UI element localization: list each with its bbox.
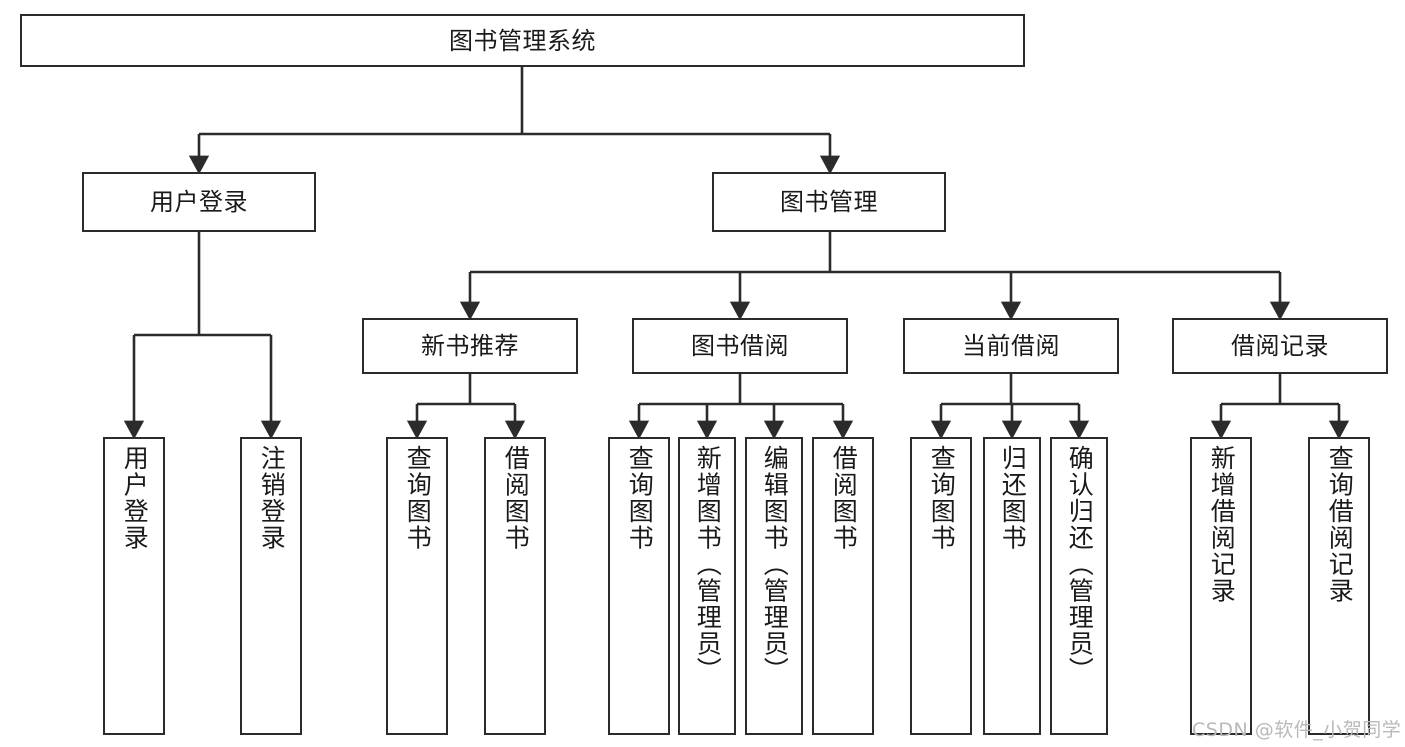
node-new-book-recommend-label: 新书推荐: [421, 332, 519, 360]
node-book-borrow[interactable]: 图书借阅: [632, 318, 848, 374]
borrow-record-to-leaves-connectors: [1210, 374, 1350, 440]
book-borrow-to-leaves-connectors: [628, 374, 854, 440]
node-user-login[interactable]: 用户登录: [82, 172, 316, 232]
node-book-borrow-label: 图书借阅: [691, 332, 789, 360]
node-book-management[interactable]: 图书管理: [712, 172, 946, 232]
leaf-query-book-recommend-label: 查询图书: [403, 445, 433, 551]
leaf-user-login[interactable]: 用户登录: [103, 437, 165, 735]
leaf-edit-book-admin[interactable]: 编辑图书（管理员）: [745, 437, 803, 735]
leaf-return-book-label: 归还图书: [998, 445, 1028, 551]
leaf-user-login-label: 用户登录: [120, 445, 150, 551]
node-current-borrow[interactable]: 当前借阅: [903, 318, 1119, 374]
leaf-query-borrow-record[interactable]: 查询借阅记录: [1308, 437, 1370, 735]
leaf-confirm-return-admin[interactable]: 确认归还（管理员）: [1050, 437, 1108, 735]
node-current-borrow-label: 当前借阅: [962, 332, 1060, 360]
leaf-add-borrow-record-label: 新增借阅记录: [1207, 445, 1237, 604]
leaf-borrow-book-recommend-label: 借阅图书: [501, 445, 531, 551]
leaf-query-book-recommend[interactable]: 查询图书: [386, 437, 448, 735]
leaf-query-book-borrow[interactable]: 查询图书: [608, 437, 670, 735]
node-root-system-label: 图书管理系统: [449, 26, 596, 55]
leaf-query-borrow-record-label: 查询借阅记录: [1325, 445, 1355, 604]
csdn-watermark: CSDN @软件_小贺同学: [1192, 719, 1402, 741]
leaf-add-borrow-record[interactable]: 新增借阅记录: [1190, 437, 1252, 735]
leaf-add-book-admin[interactable]: 新增图书（管理员）: [678, 437, 736, 735]
node-borrow-record[interactable]: 借阅记录: [1172, 318, 1388, 374]
leaf-add-book-admin-label: 新增图书（管理员）: [693, 445, 723, 684]
leaf-logout-label: 注销登录: [257, 445, 287, 551]
node-root-system[interactable]: 图书管理系统: [20, 14, 1025, 67]
new-book-to-leaves-connectors: [406, 374, 526, 440]
node-user-login-label: 用户登录: [150, 188, 248, 216]
node-book-management-label: 图书管理: [780, 188, 878, 216]
leaf-query-book-current-label: 查询图书: [927, 445, 957, 551]
root-to-level2-connectors: [188, 67, 841, 175]
leaf-edit-book-admin-label: 编辑图书（管理员）: [760, 445, 790, 684]
user-login-to-leaves-connectors: [123, 232, 282, 440]
leaf-return-book[interactable]: 归还图书: [983, 437, 1041, 735]
leaf-confirm-return-admin-label: 确认归还（管理员）: [1065, 445, 1095, 684]
leaf-query-book-borrow-label: 查询图书: [625, 445, 655, 551]
leaf-borrow-book[interactable]: 借阅图书: [812, 437, 874, 735]
book-mgmt-to-level3-connectors: [459, 232, 1291, 321]
node-borrow-record-label: 借阅记录: [1231, 332, 1329, 360]
leaf-logout[interactable]: 注销登录: [240, 437, 302, 735]
leaf-query-book-current[interactable]: 查询图书: [910, 437, 972, 735]
leaf-borrow-book-label: 借阅图书: [829, 445, 859, 551]
node-new-book-recommend[interactable]: 新书推荐: [362, 318, 578, 374]
current-borrow-to-leaves-connectors: [930, 374, 1090, 440]
leaf-borrow-book-recommend[interactable]: 借阅图书: [484, 437, 546, 735]
